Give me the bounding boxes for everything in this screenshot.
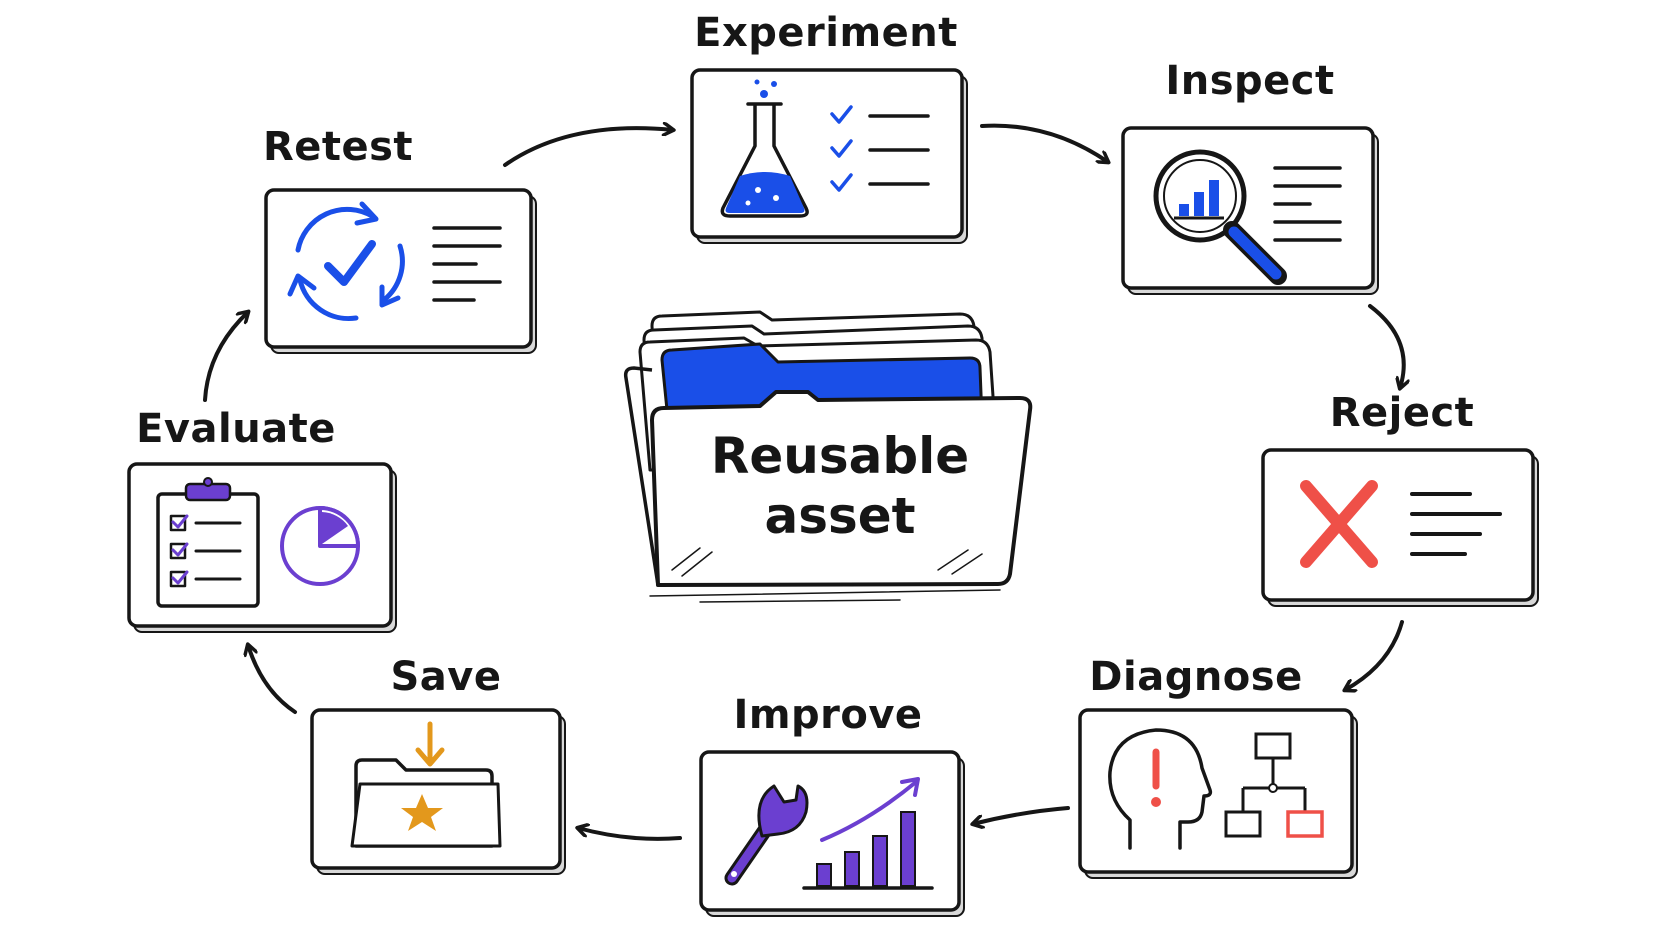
diagnose-card (1078, 708, 1358, 879)
magnifier-chart-icon (1153, 149, 1287, 285)
improve-card (699, 750, 965, 917)
evaluate-card (127, 462, 397, 633)
checklist-icon (830, 105, 930, 192)
stage-label-reject: Reject (1329, 390, 1475, 436)
arrow-experiment-to-inspect (980, 123, 1108, 162)
arrow-evaluate-to-retest (203, 312, 248, 402)
cycle-arrows (203, 123, 1404, 841)
retest-card (264, 188, 537, 354)
stage-label-experiment: Experiment (694, 10, 958, 56)
stage-label-inspect: Inspect (1165, 58, 1335, 104)
flask-icon (720, 79, 809, 218)
arrow-inspect-to-reject (1368, 304, 1404, 388)
growth-chart-icon (802, 777, 934, 890)
arrow-save-to-evaluate (248, 645, 297, 714)
text-lines-icon (432, 226, 502, 302)
wrench-icon (724, 784, 809, 886)
inspect-card (1121, 126, 1379, 295)
folder-star-icon (350, 721, 502, 848)
head-flowchart-icon (1108, 728, 1324, 850)
reject-card (1261, 448, 1539, 607)
arrow-improve-to-save (578, 828, 682, 841)
stage-label-save: Save (390, 654, 502, 700)
stage-label-improve: Improve (733, 692, 923, 738)
arrow-diagnose-to-improve (973, 806, 1070, 824)
center-label-line2: asset (764, 487, 916, 545)
center-label-line1: Reusable (710, 427, 970, 485)
x-mark-icon (1300, 480, 1378, 568)
pie-chart-icon (280, 506, 360, 586)
text-lines-icon (1273, 166, 1342, 242)
save-card (310, 708, 566, 875)
stage-label-evaluate: Evaluate (136, 406, 336, 452)
stage-label-diagnose: Diagnose (1089, 654, 1303, 700)
arrow-reject-to-diagnose (1345, 620, 1404, 690)
arrow-retest-to-experiment (503, 128, 673, 167)
refresh-check-icon (287, 201, 405, 322)
clipboard-icon (156, 477, 260, 608)
text-lines-icon (1410, 492, 1502, 556)
center-label: Reusable asset (680, 426, 1000, 546)
reusable-asset-folder (623, 310, 1033, 603)
stage-label-retest: Retest (262, 124, 414, 170)
experiment-card (690, 68, 968, 244)
